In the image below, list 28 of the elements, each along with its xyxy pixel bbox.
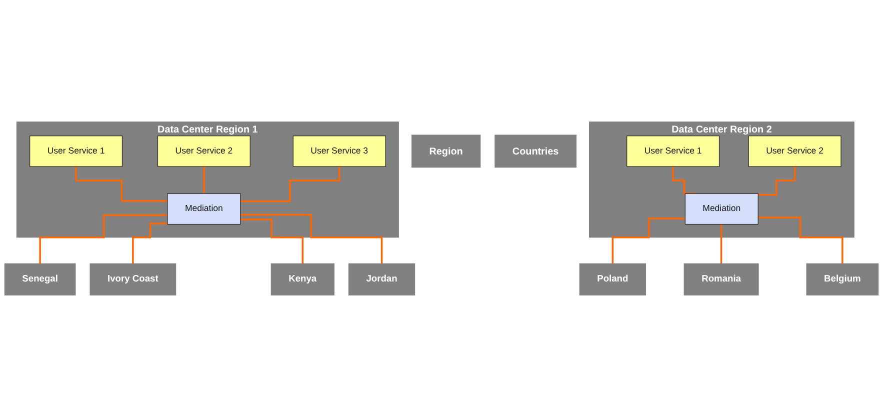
node-box: User Service 2 (748, 136, 842, 167)
node-box: Senegal (4, 263, 76, 296)
node-box: Mediation (684, 193, 758, 225)
node-box: User Service 3 (292, 136, 386, 167)
node-box: User Service 1 (30, 136, 122, 167)
node-box: Ivory Coast (90, 263, 176, 296)
connector (758, 166, 796, 196)
node-box: Mediation (167, 193, 241, 225)
connector (240, 218, 304, 264)
node-box: Belgium (806, 263, 879, 296)
connector (720, 223, 722, 264)
connector (240, 214, 383, 264)
connector (39, 214, 168, 264)
node-box: User Service 1 (626, 136, 720, 167)
node-box: Region (411, 134, 481, 168)
node-box: Countries (494, 134, 576, 168)
connector (672, 166, 696, 194)
node-box: Kenya (270, 263, 334, 296)
connector (75, 166, 168, 202)
node-box: Romania (684, 263, 759, 296)
node-box: User Service 2 (157, 136, 250, 167)
connector (758, 216, 844, 264)
connector (132, 222, 168, 264)
connector (612, 218, 686, 264)
connector (240, 166, 340, 202)
node-box: Poland (579, 263, 646, 296)
node-box: Jordan (348, 263, 416, 296)
connector (203, 166, 205, 194)
